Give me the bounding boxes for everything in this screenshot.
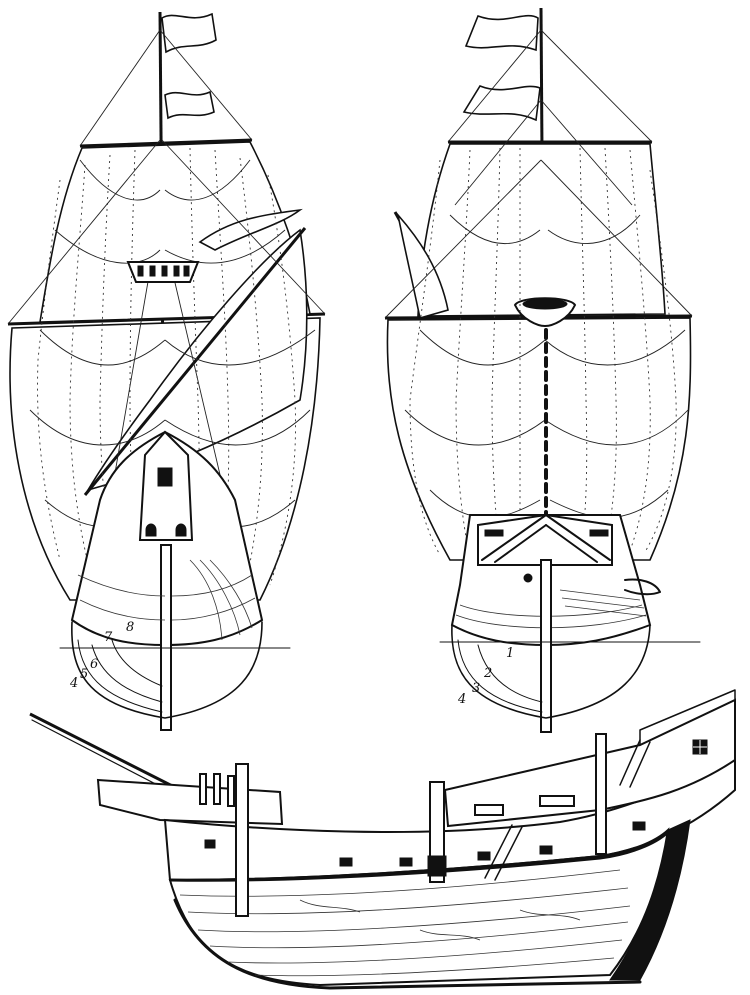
front-section-line-mid	[91, 644, 163, 703]
front-hull-planking	[77, 559, 256, 641]
front-section-line-outer	[77, 639, 163, 713]
side-forecastle	[96, 778, 284, 826]
rear-tiller-beak	[624, 578, 661, 596]
rear-stern-gallery-beams	[481, 514, 611, 563]
rear-top-flag	[464, 14, 539, 52]
rear-station-label-3: 3	[472, 681, 480, 696]
front-station-label-4: 4	[69, 676, 78, 691]
front-station-label-8: 8	[126, 620, 134, 635]
rear-stern-castle	[477, 513, 613, 566]
side-capstan	[427, 855, 447, 877]
front-port-right	[175, 523, 187, 537]
side-mizzen-stump	[595, 733, 607, 855]
rear-section-line-outer	[457, 639, 543, 713]
side-poop-rail	[639, 689, 736, 746]
front-second-flag	[164, 90, 215, 120]
front-section-line-inner	[111, 639, 163, 687]
rear-section-line-inner	[477, 644, 543, 703]
rear-underwater-hull	[451, 624, 651, 719]
rear-fighting-top-rim	[522, 298, 568, 310]
front-stem-post	[160, 544, 172, 731]
side-panel-1	[474, 804, 504, 816]
side-gunports	[204, 821, 646, 867]
rear-station-label-4: 4	[457, 692, 466, 707]
front-pennant	[198, 208, 303, 251]
rear-main-course	[386, 317, 692, 561]
side-panel-2	[539, 795, 575, 807]
rear-stern-port	[523, 573, 533, 583]
side-ladders	[484, 739, 651, 881]
front-forecastle-window	[157, 467, 173, 487]
rear-lateen-sail	[396, 212, 449, 320]
front-lateen-yard	[83, 227, 307, 496]
rear-second-flag	[462, 85, 541, 122]
front-topsail	[39, 141, 311, 323]
side-keel	[173, 898, 642, 990]
rear-view: 1 2 4 3	[384, 7, 701, 733]
rear-topsail	[417, 143, 666, 317]
rear-station-label-1: 1	[506, 646, 514, 661]
side-view	[29, 689, 736, 990]
rear-sail-rigging	[384, 29, 693, 532]
side-stern-shadow	[609, 819, 691, 981]
rear-rudder-post	[540, 559, 552, 733]
front-station-label-6: 6	[90, 657, 98, 672]
side-stern-window	[692, 739, 708, 755]
front-top-dentils	[137, 265, 190, 277]
side-main-wale	[169, 830, 670, 882]
front-station-label-5: 5	[80, 667, 88, 682]
front-top-flag	[161, 12, 217, 54]
side-forecastle-posts	[199, 773, 235, 807]
side-foremast-stump	[235, 763, 249, 917]
rear-station-label-2: 2	[483, 666, 492, 681]
front-station-label-7: 7	[104, 630, 113, 645]
front-port-left	[145, 523, 157, 537]
front-top-yard	[79, 138, 253, 148]
front-view: 7 8 4 5 6	[7, 11, 326, 731]
front-underwater-hull	[71, 621, 263, 719]
